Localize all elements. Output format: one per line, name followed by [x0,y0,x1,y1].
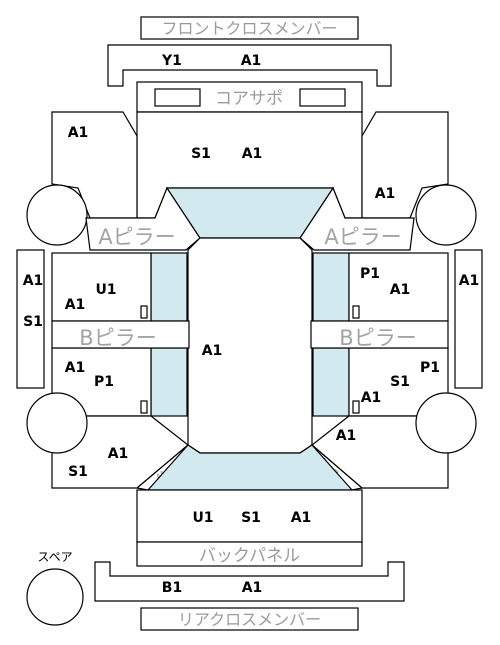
right-rear-side-glass[interactable] [312,347,350,417]
core-support-left-lamp [154,88,201,107]
trunk-code-a1: A1 [291,510,312,526]
front-right-fender-code: A1 [375,186,396,202]
right-rear-door-code-s1: S1 [390,374,410,390]
rear-left-wheel[interactable] [26,392,88,454]
front-left-fender-code: A1 [68,125,89,141]
hood-code-a1: A1 [242,146,263,162]
left-front-door[interactable] [51,252,152,322]
left-rocker-code-s1: S1 [23,314,43,330]
left-rocker-code-a1: A1 [23,273,44,289]
right-front-side-glass[interactable] [312,252,350,322]
core-support-right-lamp [299,88,346,107]
left-rear-door-code-a1: A1 [65,360,86,376]
right-front-door-code-a1: A1 [390,282,411,298]
core-support-label: コアサポ [215,89,283,109]
right-rear-door-handle [352,400,360,414]
left-front-door-handle [140,305,148,319]
left-rear-side-glass[interactable] [150,347,188,417]
spare-tire-label: スペア [37,550,72,564]
right-front-door-code-p1: P1 [360,266,380,282]
rear-bumper-code-b1: B1 [162,580,182,596]
front-cross-member-box[interactable] [140,16,359,40]
front-bumper-code-y1: Y1 [161,53,182,69]
left-b-pillar-label: Bピラー [79,326,156,350]
rear-left-fender-code-s1: S1 [68,464,88,480]
rear-cross-member-box[interactable] [140,607,359,631]
spare-tire[interactable] [26,568,84,626]
rear-right-wheel[interactable] [415,392,477,454]
left-rocker-panel[interactable] [16,249,45,389]
back-panel[interactable] [136,541,363,567]
trunk-code-s1: S1 [241,510,261,526]
left-a-pillar-label: Aピラー [98,225,175,249]
front-left-wheel[interactable] [26,184,88,246]
roof-code-a1: A1 [202,343,223,359]
front-bumper[interactable] [107,44,392,87]
right-rocker-panel[interactable] [454,249,483,389]
back-panel-label: バックパネル [199,546,300,566]
right-rear-door-code-a1: A1 [361,390,382,406]
right-rear-door-code-p1: P1 [420,360,440,376]
front-right-wheel[interactable] [415,184,477,246]
left-front-door-code-a1: A1 [65,297,86,313]
right-b-pillar-label: Bピラー [339,326,416,350]
left-b-pillar[interactable] [51,320,190,349]
left-rear-door-code-p1: P1 [94,374,114,390]
left-front-door-code-u1: U1 [95,282,116,298]
left-front-side-glass[interactable] [150,252,188,322]
trunk-code-u1: U1 [192,510,213,526]
rear-right-fender-code-a1: A1 [336,428,357,444]
rear-bumper-code-a1: A1 [242,580,263,596]
front-bumper-code-a1: A1 [241,53,262,69]
front-cross-member-label: フロントクロスメンバー [161,19,337,38]
rear-bumper[interactable] [94,561,405,602]
left-rear-door-handle [140,400,148,414]
right-b-pillar[interactable] [310,320,449,349]
rear-cross-member-label: リアクロスメンバー [178,610,321,629]
right-front-door-handle [352,305,360,319]
right-a-pillar-label: Aピラー [324,225,401,249]
rear-left-fender-code-a1: A1 [108,446,129,462]
right-rocker-code-a1: A1 [459,273,480,289]
trunk[interactable] [136,489,363,543]
hood-code-s1: S1 [191,146,211,162]
